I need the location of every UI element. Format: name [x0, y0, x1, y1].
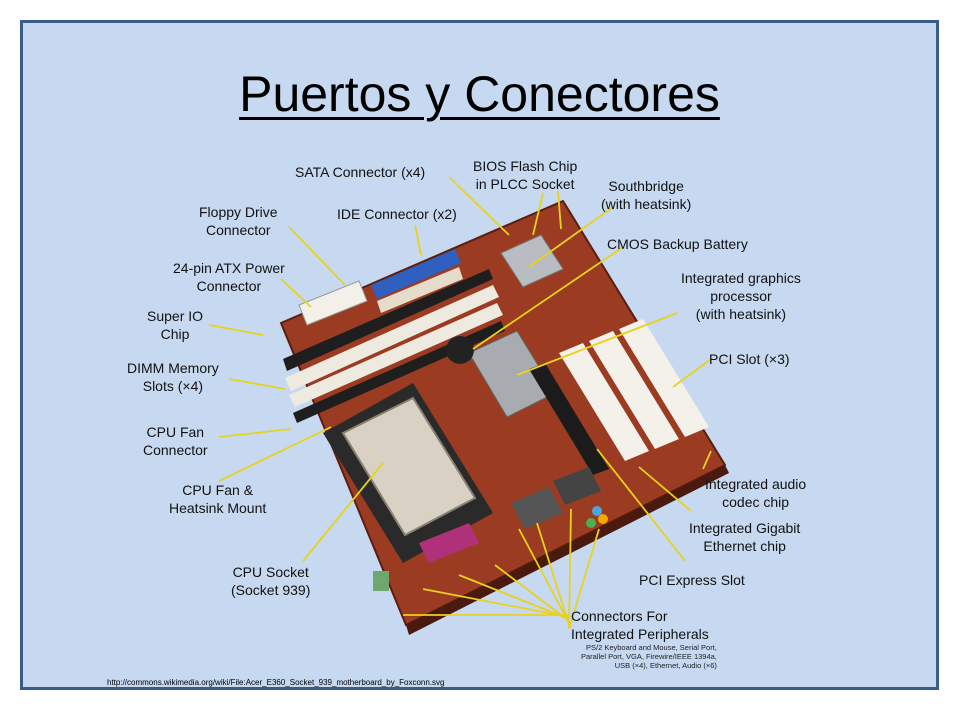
label-cmos-battery: CMOS Backup Battery: [607, 236, 748, 252]
leader-line: [414, 224, 422, 256]
cpu-socket-shape: [341, 396, 477, 537]
leader-line: [472, 246, 624, 350]
label-integrated-graphics: Integrated graphics processor (with heat…: [681, 270, 801, 322]
usb-port-shape: [373, 571, 389, 591]
leader-line: [302, 462, 384, 562]
label-floppy-connector: Floppy Drive Connector: [199, 204, 278, 238]
leader-line: [568, 528, 600, 630]
source-url: http://commons.wikimedia.org/wiki/File:A…: [107, 678, 445, 687]
audio-jack-shape: [586, 518, 596, 528]
pci-slot-shape: [619, 319, 709, 437]
leader-line: [557, 190, 562, 230]
parallel-port-shape: [419, 523, 479, 563]
label-cpu-socket: CPU Socket (Socket 939): [231, 564, 311, 598]
label-super-io: Super IO Chip: [147, 308, 204, 342]
ide-connector-shape: [371, 249, 461, 299]
label-dimm-slots: DIMM Memory Slots (×4): [127, 360, 219, 394]
label-southbridge: Southbridge (with heatsink): [601, 178, 692, 212]
leader-line: [208, 324, 264, 336]
slide-title: Puertos y Conectores: [239, 66, 720, 122]
dimm-slot-shape: [285, 285, 499, 391]
motherboard-diagram: [208, 176, 729, 635]
cmos-battery-shape: [446, 336, 474, 364]
atx-connector-shape: [298, 280, 368, 326]
leader-line: [288, 226, 346, 286]
leader-lines: [208, 176, 712, 630]
label-cpu-heatsink-mount: CPU Fan & Heatsink Mount: [169, 482, 267, 516]
dimm-slot-shape: [289, 303, 503, 407]
slide: Puertos y Conectores: [20, 20, 939, 690]
leader-line: [536, 522, 570, 626]
label-integrated-peripherals: Connectors For Integrated Peripherals: [571, 608, 709, 642]
label-cpu-fan-connector: CPU Fan Connector: [143, 424, 208, 458]
leader-line: [218, 428, 292, 438]
pci-slot-shape: [559, 343, 649, 461]
leader-line: [518, 528, 570, 624]
leader-line: [702, 450, 712, 470]
dimm-slot-shape: [283, 269, 493, 371]
leader-line: [532, 192, 544, 236]
leader-line: [672, 358, 712, 388]
label-gigabit-ethernet: Integrated Gigabit Ethernet chip: [689, 520, 801, 554]
leader-line: [280, 278, 312, 308]
leader-line: [228, 378, 286, 390]
leader-line: [516, 312, 678, 376]
leader-line: [448, 176, 510, 236]
leader-line: [218, 426, 332, 482]
leader-line: [458, 574, 570, 620]
label-pci-slot: PCI Slot (×3): [709, 351, 790, 367]
io-port-shape: [553, 467, 601, 505]
leader-line: [422, 588, 570, 618]
pcie-slot-shape: [529, 363, 609, 475]
leader-line: [638, 466, 692, 512]
label-atx-power: 24-pin ATX Power Connector: [173, 260, 285, 294]
leader-line: [596, 448, 686, 562]
ide-connector-shape: [377, 267, 463, 313]
label-sata-connector: SATA Connector (x4): [295, 164, 426, 180]
board-shade: [406, 465, 729, 635]
peripherals-detail: PS/2 Keyboard and Mouse, Serial Port, Pa…: [581, 643, 717, 670]
leader-line: [568, 508, 572, 628]
io-port-shape: [511, 487, 563, 529]
southbridge-heatsink-shape: [500, 234, 564, 288]
audio-jack-shape: [592, 506, 602, 516]
audio-jack-shape: [598, 514, 608, 524]
pci-slot-shape: [589, 331, 679, 449]
label-audio-codec: Integrated audio codec chip: [705, 476, 807, 510]
label-bios-flash-chip: BIOS Flash Chip in PLCC Socket: [473, 158, 578, 192]
leader-line: [494, 564, 570, 622]
label-pci-express: PCI Express Slot: [639, 572, 745, 588]
label-ide-connector: IDE Connector (x2): [337, 206, 457, 222]
leader-line: [528, 206, 614, 268]
